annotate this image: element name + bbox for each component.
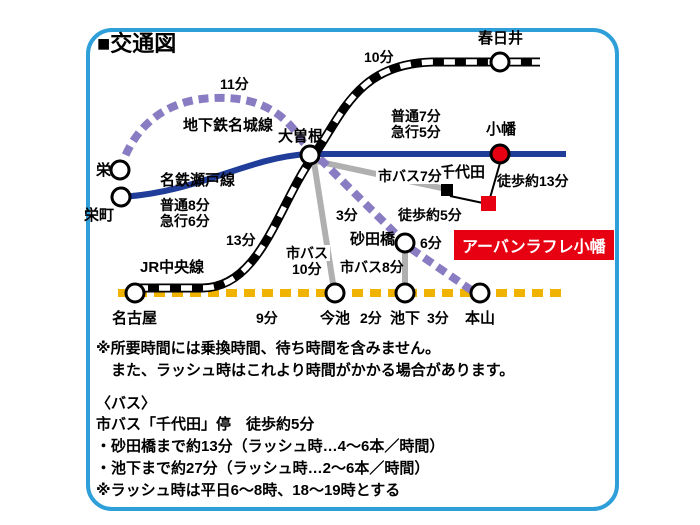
meijo-line-label: 地下鉄名城線 bbox=[183, 117, 274, 134]
bus-route-ikeshita: ・池下まで約27分（ラッシュ時…2～6本／時間） bbox=[96, 460, 430, 477]
station-node-kasugai bbox=[489, 51, 511, 73]
station-label-motoyama: 本山 bbox=[465, 310, 496, 327]
time-seto-local8: 普通8分 bbox=[160, 197, 210, 213]
station-label-obata: 小幡 bbox=[486, 121, 517, 138]
time-walk-obata: 徒歩約13分 bbox=[497, 173, 569, 189]
time-higashiyama-ikeshita-motoyama: 3分 bbox=[427, 310, 449, 326]
page-title: ■交通図 bbox=[97, 31, 177, 56]
time-jr-nagoya-ozone: 13分 bbox=[226, 232, 256, 248]
time-seto-local: 普通7分 bbox=[391, 108, 441, 124]
bus-rush-definition: ※ラッシュ時は平日6～8時、18～19時とする bbox=[96, 482, 401, 499]
note-transfer-time: ※所要時間には乗換時間、待ち時間を含みません。 bbox=[96, 340, 441, 357]
station-node-sakae bbox=[109, 159, 131, 181]
seto-line-label: 名鉄瀬戸線 bbox=[160, 172, 236, 189]
time-meijo-ozone-sunadabashi: 3分 bbox=[336, 207, 358, 223]
walk-path-chiyoda-property bbox=[449, 195, 484, 204]
station-label-sakaemachi: 栄町 bbox=[84, 207, 115, 224]
time-bus-sunadabashi-ikeshita: 市バス8分 bbox=[340, 259, 404, 275]
station-node-ozone bbox=[299, 144, 321, 166]
station-label-ikeshita: 池下 bbox=[390, 310, 421, 327]
station-label-sakae: 栄 bbox=[96, 162, 112, 179]
station-label-imaike: 今池 bbox=[320, 310, 351, 327]
walk-path-obata-property bbox=[489, 162, 501, 199]
station-node-sakaemachi bbox=[110, 186, 132, 208]
time-jr-ozone-kasugai: 10分 bbox=[364, 49, 394, 65]
time-meijo-sakae-ozone: 11分 bbox=[220, 76, 249, 92]
bus-route-sunadabashi: ・砂田橋まで約13分（ラッシュ時…4～6本／時間） bbox=[96, 438, 445, 455]
bus-line-ozone-imaike bbox=[311, 161, 337, 291]
station-node-ikeshita bbox=[394, 282, 416, 304]
time-walk-chiyoda: 徒歩約5分 bbox=[396, 207, 464, 224]
station-label-sunadabashi: 砂田橋 bbox=[350, 231, 396, 248]
jr-line-label: JR中央線 bbox=[140, 259, 205, 276]
time-bus-ozone-imaike-minutes: 10分 bbox=[290, 261, 324, 278]
meijo-line bbox=[116, 93, 493, 307]
time-seto-express6: 急行6分 bbox=[160, 213, 210, 229]
station-node-nagoya bbox=[124, 282, 146, 304]
note-rush-hour: また、ラッシュ時はこれより時間がかかる場合があります。 bbox=[96, 362, 515, 379]
time-bus-ozone-imaike-label: 市バス bbox=[284, 245, 330, 262]
station-label-ozone: 大曽根 bbox=[278, 128, 324, 145]
station-node-imaike bbox=[324, 282, 346, 304]
station-node-obata bbox=[489, 143, 511, 165]
time-higashiyama-imaike-ikeshita: 2分 bbox=[360, 310, 382, 326]
station-label-chiyoda: 千代田 bbox=[440, 164, 486, 181]
time-bus-chiyoda: 市バス7分 bbox=[376, 168, 444, 185]
time-seto-express: 急行5分 bbox=[391, 124, 441, 140]
station-label-nagoya: 名古屋 bbox=[112, 310, 158, 327]
station-node-motoyama bbox=[469, 282, 491, 304]
station-node-sunadabashi bbox=[394, 232, 416, 254]
bus-stop-info: 市バス「千代田」停 徒歩約5分 bbox=[96, 416, 315, 433]
station-label-kasugai: 春日井 bbox=[478, 30, 524, 47]
chiyoda-bus-stop-marker bbox=[441, 184, 453, 196]
property-marker bbox=[481, 196, 496, 211]
property-name-tag: アーバンラフレ小幡 bbox=[454, 230, 614, 260]
seto-line bbox=[120, 151, 566, 200]
time-higashiyama-nagoya-imaike: 9分 bbox=[256, 310, 278, 326]
bus-section-header: 〈バス〉 bbox=[96, 395, 157, 412]
time-meijo-sunadabashi-motoyama: 6分 bbox=[420, 235, 442, 251]
